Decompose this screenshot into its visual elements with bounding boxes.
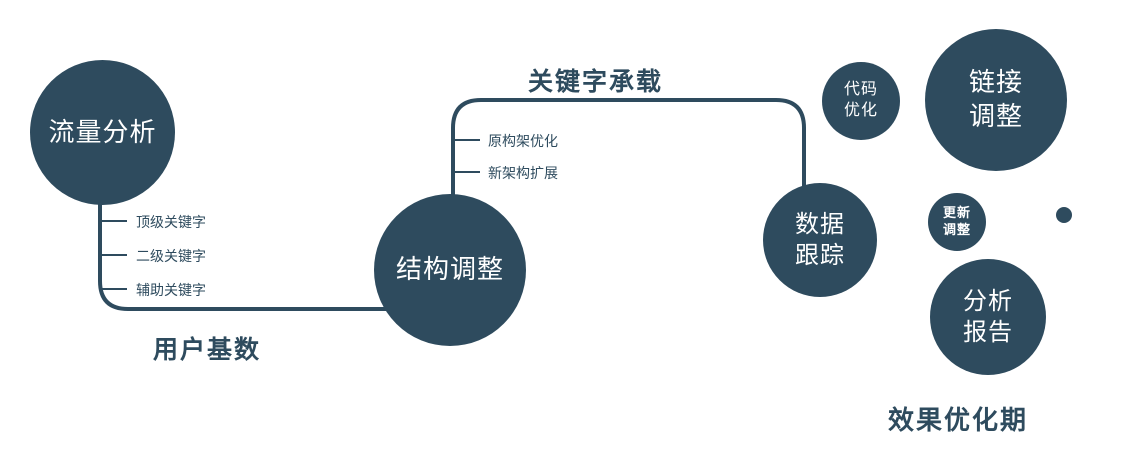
node-data-tracking: 数据 跟踪	[763, 183, 877, 297]
edge-label-keyword-carry: 关键字承载	[528, 68, 664, 96]
node-link-adjust-line1: 链接	[968, 67, 1023, 98]
node-update-adjust-line1: 更新	[942, 205, 971, 221]
node-traffic-analysis: 流量分析	[30, 60, 175, 205]
branch-label-new-structure: 新架构扩展	[488, 165, 558, 181]
edge-label-user-base: 用户基数	[153, 336, 262, 364]
node-analysis-report-line2: 报告	[963, 319, 1013, 346]
node-analysis-report: 分析 报告	[930, 259, 1046, 375]
node-code-optimize-line1: 代码	[843, 81, 878, 99]
branch-label-top-keyword: 顶级关键字	[136, 214, 206, 230]
node-update-adjust: 更新 调整	[928, 193, 986, 251]
branch-label-aux-keyword: 辅助关键字	[136, 282, 206, 298]
node-structure-adjust: 结构调整	[374, 194, 526, 346]
node-structure-adjust-label: 结构调整	[395, 254, 504, 285]
node-update-adjust-line2: 调整	[942, 222, 971, 237]
node-traffic-analysis-label: 流量分析	[48, 116, 157, 147]
branch-label-second-keyword: 二级关键字	[136, 248, 206, 264]
dot-marker	[1056, 207, 1072, 223]
node-link-adjust-line2: 调整	[968, 101, 1023, 131]
node-link-adjust: 链接 调整	[925, 29, 1067, 171]
caption-effect-optimization-period: 效果优化期	[888, 405, 1029, 435]
branch-label-original-structure: 原构架优化	[488, 133, 558, 149]
node-data-tracking-line1: 数据	[795, 210, 845, 238]
node-code-optimize-line2: 优化	[843, 102, 878, 119]
node-analysis-report-line1: 分析	[963, 287, 1013, 315]
node-code-optimize: 代码 优化	[822, 62, 900, 140]
node-data-tracking-line2: 跟踪	[795, 242, 845, 269]
